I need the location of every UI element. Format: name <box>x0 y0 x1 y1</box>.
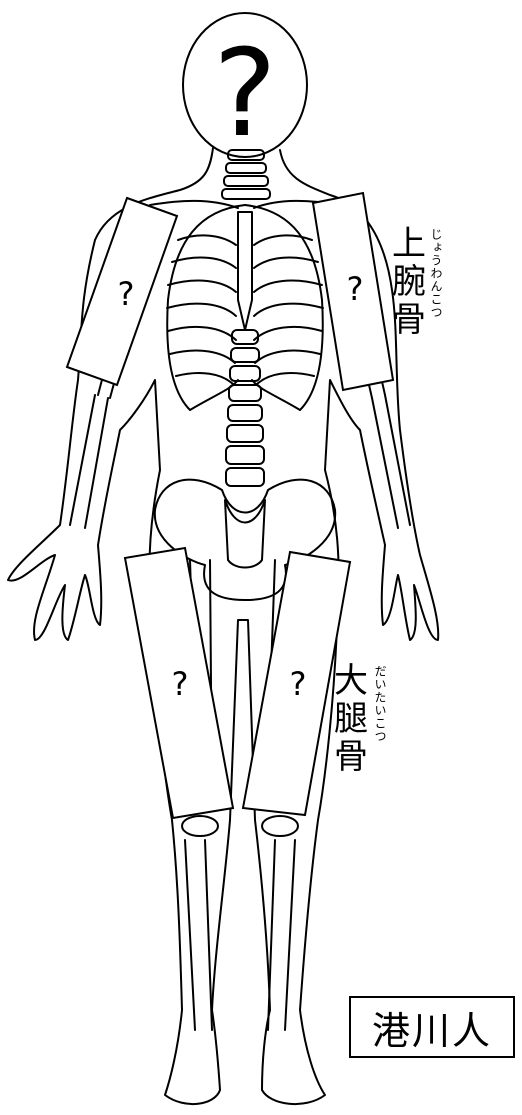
humerus-kanji-2: 腕 <box>392 263 426 301</box>
femur-kanji-2: 腿 <box>334 700 368 738</box>
femur-label: 大 腿 骨 <box>334 662 368 776</box>
right-thigh-question: ? <box>290 665 307 703</box>
right-patella <box>262 816 298 836</box>
femur-kanji-1: 大 <box>334 662 368 700</box>
humerus-kanji-1: 上 <box>392 225 426 263</box>
femur-reading: だいたいこつ <box>372 665 389 743</box>
left-upper-arm-question: ? <box>118 275 135 313</box>
sacrum <box>225 500 265 568</box>
humerus-reading: じょうわんこつ <box>428 228 445 319</box>
left-thigh-question: ? <box>172 665 189 703</box>
left-tibia <box>185 840 212 1030</box>
left-forearm <box>70 395 108 528</box>
lumbar-spine <box>226 330 264 486</box>
right-tibia <box>268 840 295 1030</box>
humerus-kanji-3: 骨 <box>392 301 426 339</box>
minatogawa-stamp: 港川人 <box>349 996 515 1058</box>
femur-kanji-3: 骨 <box>334 738 368 776</box>
left-patella <box>182 816 218 836</box>
right-upper-arm-question: ? <box>347 270 364 308</box>
rib-cage <box>167 205 323 410</box>
head-question-mark: ? <box>213 25 277 164</box>
humerus-label: 上 腕 骨 <box>392 225 426 339</box>
